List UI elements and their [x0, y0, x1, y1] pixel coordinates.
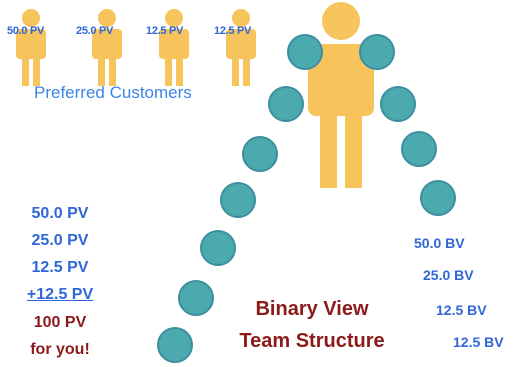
left-leg-node	[287, 34, 323, 70]
bv-value: 12.5 BV	[436, 302, 487, 318]
right-leg-node	[401, 131, 437, 167]
left-leg-node	[200, 230, 236, 266]
customer-person-icon	[16, 9, 46, 86]
left-leg-node	[157, 327, 193, 363]
pv-total-caption: for you!	[30, 341, 90, 358]
you-person-icon	[308, 2, 374, 188]
customer-pv-label: 12.5 PV	[214, 25, 252, 37]
customer-pv-label: 25.0 PV	[76, 25, 114, 37]
diagram-caption-line2: Team Structure	[239, 330, 385, 352]
right-leg-node	[380, 86, 416, 122]
pv-breakdown-line: 50.0 PV	[31, 205, 89, 222]
pv-breakdown-line: 12.5 PV	[31, 259, 89, 276]
customer-person-icon	[226, 9, 256, 86]
pv-total: 100 PV	[33, 314, 87, 331]
pv-breakdown-line: 25.0 PV	[31, 232, 89, 249]
customer-person-icon	[159, 9, 189, 86]
customer-pv-label: 12.5 PV	[146, 25, 184, 37]
bv-value: 50.0 BV	[414, 235, 465, 251]
customer-pv-label: 50.0 PV	[7, 25, 45, 37]
customer-person-icon	[92, 9, 122, 86]
pv-breakdown-line: +12.5 PV	[26, 286, 94, 303]
left-leg-node	[220, 182, 256, 218]
right-leg-node	[359, 34, 395, 70]
bv-value: 12.5 BV	[453, 334, 504, 350]
preferred-customers-title: Preferred Customers	[34, 83, 192, 102]
right-leg-node	[420, 180, 456, 216]
diagram-caption-line1: Binary View	[255, 298, 369, 320]
left-leg-node	[178, 280, 214, 316]
left-leg-node	[268, 86, 304, 122]
left-leg-node	[242, 136, 278, 172]
bv-value: 25.0 BV	[423, 267, 474, 283]
